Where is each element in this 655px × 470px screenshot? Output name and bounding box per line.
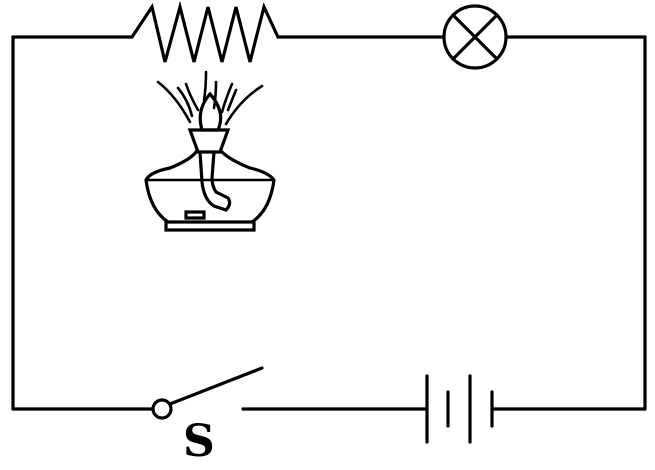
wick-holder (187, 128, 231, 154)
battery-icon (425, 374, 494, 444)
alcohol-lamp-icon (144, 70, 276, 232)
resistor-icon (130, 0, 280, 63)
switch-lever (168, 366, 264, 406)
burner-neck (168, 150, 252, 170)
burner-wick (198, 150, 232, 212)
burner-body (144, 166, 276, 224)
circuit-wires (11, 35, 647, 411)
switch-label: S (183, 416, 215, 467)
wick-end (184, 210, 206, 220)
flame-core (198, 91, 223, 132)
switch-pivot (151, 398, 173, 420)
burner-base (164, 220, 256, 232)
lamp-icon (442, 4, 508, 70)
open-switch-icon[interactable] (151, 366, 264, 420)
flame-lines (156, 70, 264, 126)
